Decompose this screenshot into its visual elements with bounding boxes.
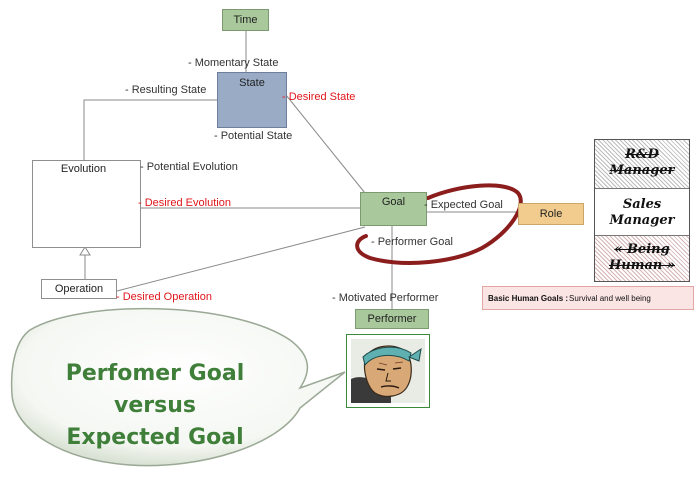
state-node: State: [217, 72, 287, 128]
evolution-node-label: Evolution: [60, 163, 107, 175]
role-node-label: Role: [539, 208, 563, 220]
performer-node-label: Performer: [367, 313, 417, 325]
goal-node: Goal: [360, 192, 427, 226]
highlight-ellipse: [355, 183, 523, 265]
roles-card: R&D Manager Sales Manager « Being Human …: [594, 139, 690, 282]
operation-node-label: Operation: [54, 283, 104, 295]
role-node: Role: [518, 203, 584, 225]
desired-operation-label: - Desired Operation: [116, 291, 212, 303]
callout-line-2: versus: [114, 393, 196, 418]
performer-portrait: [346, 334, 430, 408]
state-evolution-line: [83, 99, 217, 160]
callout-line-1: Perfomer Goal: [65, 361, 245, 386]
time-node-label: Time: [233, 14, 258, 26]
being-label: « Being: [614, 242, 670, 257]
performer-goal-label: - Performer Goal: [371, 236, 453, 248]
rd-label: R&D: [625, 147, 659, 162]
time-node: Time: [222, 9, 269, 31]
rd-manager-block: R&D Manager: [595, 140, 689, 188]
goal-node-label: Goal: [381, 196, 406, 208]
human-label: Human »: [608, 258, 675, 273]
resulting-state-label: - Resulting State: [125, 84, 207, 96]
worker-portrait-icon: [351, 339, 425, 403]
inheritance-arrow-icon: [79, 246, 91, 256]
callout-line-3: Expected Goal: [66, 425, 244, 450]
basic-goals-note: Basic Human Goals : Survival and well be…: [482, 286, 694, 310]
sales-manager-label: Manager: [609, 213, 675, 228]
operation-node: Operation: [41, 279, 117, 299]
desired-state-label: - Desired State: [282, 91, 356, 103]
potential-state-label: - Potential State: [214, 130, 293, 142]
sales-manager-block: Sales Manager: [595, 188, 689, 236]
potential-evolution-label: - Potential Evolution: [140, 161, 238, 173]
being-human-block: « Being Human »: [595, 236, 689, 281]
motivated-performer-label: - Motivated Performer: [332, 292, 439, 304]
callout-text: Perfomer Goal versus Expected Goal: [40, 358, 270, 454]
basic-goals-text: Survival and well being: [569, 293, 651, 303]
basic-goals-title: Basic Human Goals :: [488, 293, 569, 303]
sales-label: Sales: [622, 197, 662, 212]
momentary-state-label: - Momentary State: [188, 57, 279, 69]
state-node-label: State: [239, 77, 265, 89]
desired-evolution-label: - Desired Evolution: [138, 197, 231, 209]
state-goal-line: [285, 94, 366, 194]
expected-goal-label: - Expected Goal: [424, 199, 503, 211]
rd-manager-label: Manager: [609, 163, 675, 178]
performer-node: Performer: [355, 309, 429, 329]
evolution-node: Evolution: [32, 160, 141, 248]
operation-goal-line: [116, 226, 366, 292]
